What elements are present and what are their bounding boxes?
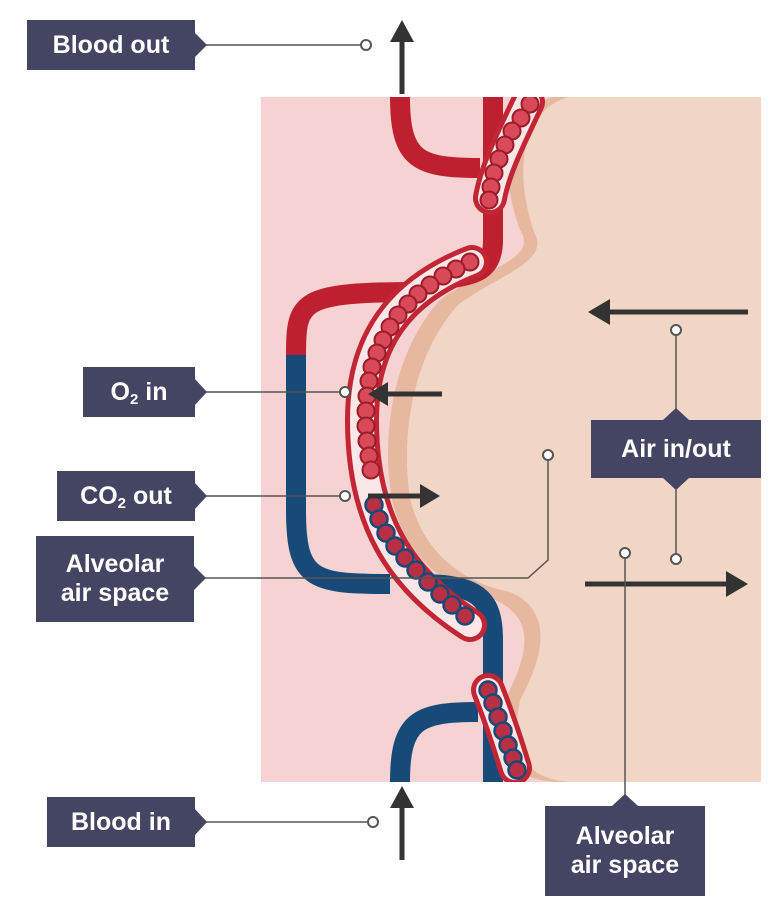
red-blood-cell (361, 460, 381, 480)
co2-out-text-main: CO (80, 481, 118, 510)
capillary-loop-deoxygenated (286, 355, 391, 594)
red-blood-cell (430, 584, 450, 604)
alveolar-air-space-label-left: Alveolar air space (36, 536, 194, 622)
alveolar-left-line-1: Alveolar (65, 550, 165, 579)
label-pointers (193, 32, 689, 836)
o2-in-text-subscript: 2 (129, 390, 139, 408)
alveolar-bottom-line-2: air space (570, 851, 680, 879)
capillary-loop-oxygenated (390, 97, 481, 178)
blood-out-text: Blood out (52, 30, 170, 59)
red-blood-cell (507, 760, 527, 780)
alveolar-air-space-label-bottom: Alveolar air space (545, 806, 705, 896)
alveolar-left-line-2: air space (60, 579, 170, 607)
o2-in-arrow (368, 382, 442, 406)
alveolar-bottom-line-1: Alveolar (575, 822, 675, 851)
air-out-arrow (585, 571, 748, 597)
blood-in-text: Blood in (71, 807, 171, 836)
red-blood-cell (395, 548, 415, 568)
red-blood-cell (455, 606, 475, 626)
air-in-out-label: Air in/out (591, 420, 761, 478)
red-blood-cell (376, 523, 396, 543)
blood-in-label: Blood in (47, 797, 195, 847)
o2-in-text-tail: in (138, 377, 168, 406)
co2-out-text: CO2 out (80, 482, 172, 511)
red-blood-cells-deoxygenated (364, 495, 527, 780)
red-blood-cell (442, 595, 462, 615)
blood-in-arrow (390, 786, 414, 860)
red-blood-cell (511, 108, 531, 128)
blood-out-arrow (390, 20, 414, 94)
capillary-loop-deoxygenated-bottom (390, 702, 479, 782)
co2-out-arrow (368, 484, 440, 508)
co2-out-label: CO2 out (57, 471, 195, 521)
leader-end-dots (339, 39, 682, 828)
o2-in-label: O2 in (83, 367, 195, 417)
red-blood-cell (433, 266, 453, 286)
co2-out-text-subscript: 2 (117, 494, 126, 512)
co2-out-text-tail: out (126, 481, 172, 510)
capillary-loop-oxygenated-2 (286, 282, 421, 356)
alveolus (406, 97, 761, 782)
leader-lines (198, 44, 677, 823)
o2-in-text-main: O (110, 377, 130, 406)
red-blood-cell (479, 190, 499, 210)
red-blood-cells-oxygenated (356, 97, 540, 480)
o2-in-text: O2 in (111, 378, 168, 407)
red-blood-cell (520, 97, 540, 114)
blood-out-label: Blood out (27, 20, 195, 70)
air-in-arrow (588, 299, 748, 325)
air-in-out-text: Air in/out (621, 434, 731, 463)
